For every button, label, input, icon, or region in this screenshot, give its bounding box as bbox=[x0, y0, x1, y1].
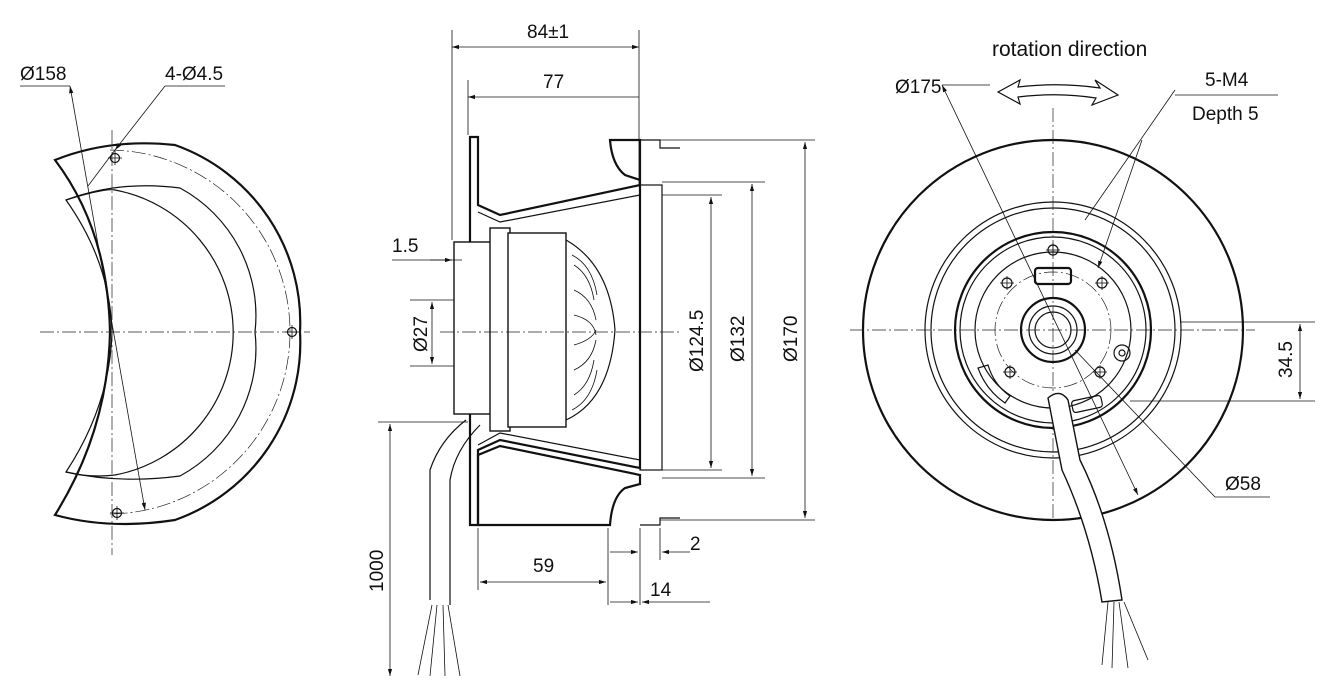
dim-flange-label: 14 bbox=[650, 580, 672, 601]
dim-inlet-dia-label: Ø124.5 bbox=[687, 310, 708, 372]
label-sticker bbox=[977, 364, 1103, 414]
dim-bolt-circle-label: Ø175 bbox=[895, 77, 941, 98]
dim-outer-diameter-label: Ø158 bbox=[20, 64, 66, 85]
dim-motor-offset-label: 1.5 bbox=[392, 236, 418, 257]
impeller-blades bbox=[571, 254, 598, 411]
dim-mount-length-label: 59 bbox=[533, 556, 554, 577]
side-view bbox=[378, 30, 815, 677]
dim-hub-dia-label: Ø27 bbox=[411, 316, 432, 352]
dim-hub-diameter-label: Ø58 bbox=[1225, 474, 1261, 495]
dim-inner-dia-label: Ø132 bbox=[728, 316, 749, 362]
dim-offset-label: 34.5 bbox=[1276, 341, 1297, 378]
dim-thread-depth-label: Depth 5 bbox=[1192, 104, 1259, 125]
dim-gap-label: 2 bbox=[690, 534, 701, 555]
dim-holes-label: 4-Ø4.5 bbox=[165, 64, 223, 85]
front-view bbox=[850, 78, 1315, 669]
dim-impeller-length-label: 77 bbox=[543, 72, 564, 93]
dim-overall-length-label: 84±1 bbox=[527, 22, 569, 43]
dim-thread-label: 5-M4 bbox=[1205, 70, 1249, 91]
left-view-bracket bbox=[20, 85, 310, 555]
rotation-direction-label: rotation direction bbox=[992, 38, 1147, 61]
dim-cable-length-label: 1000 bbox=[367, 550, 388, 592]
dim-outer-dia-label: Ø170 bbox=[781, 316, 802, 362]
